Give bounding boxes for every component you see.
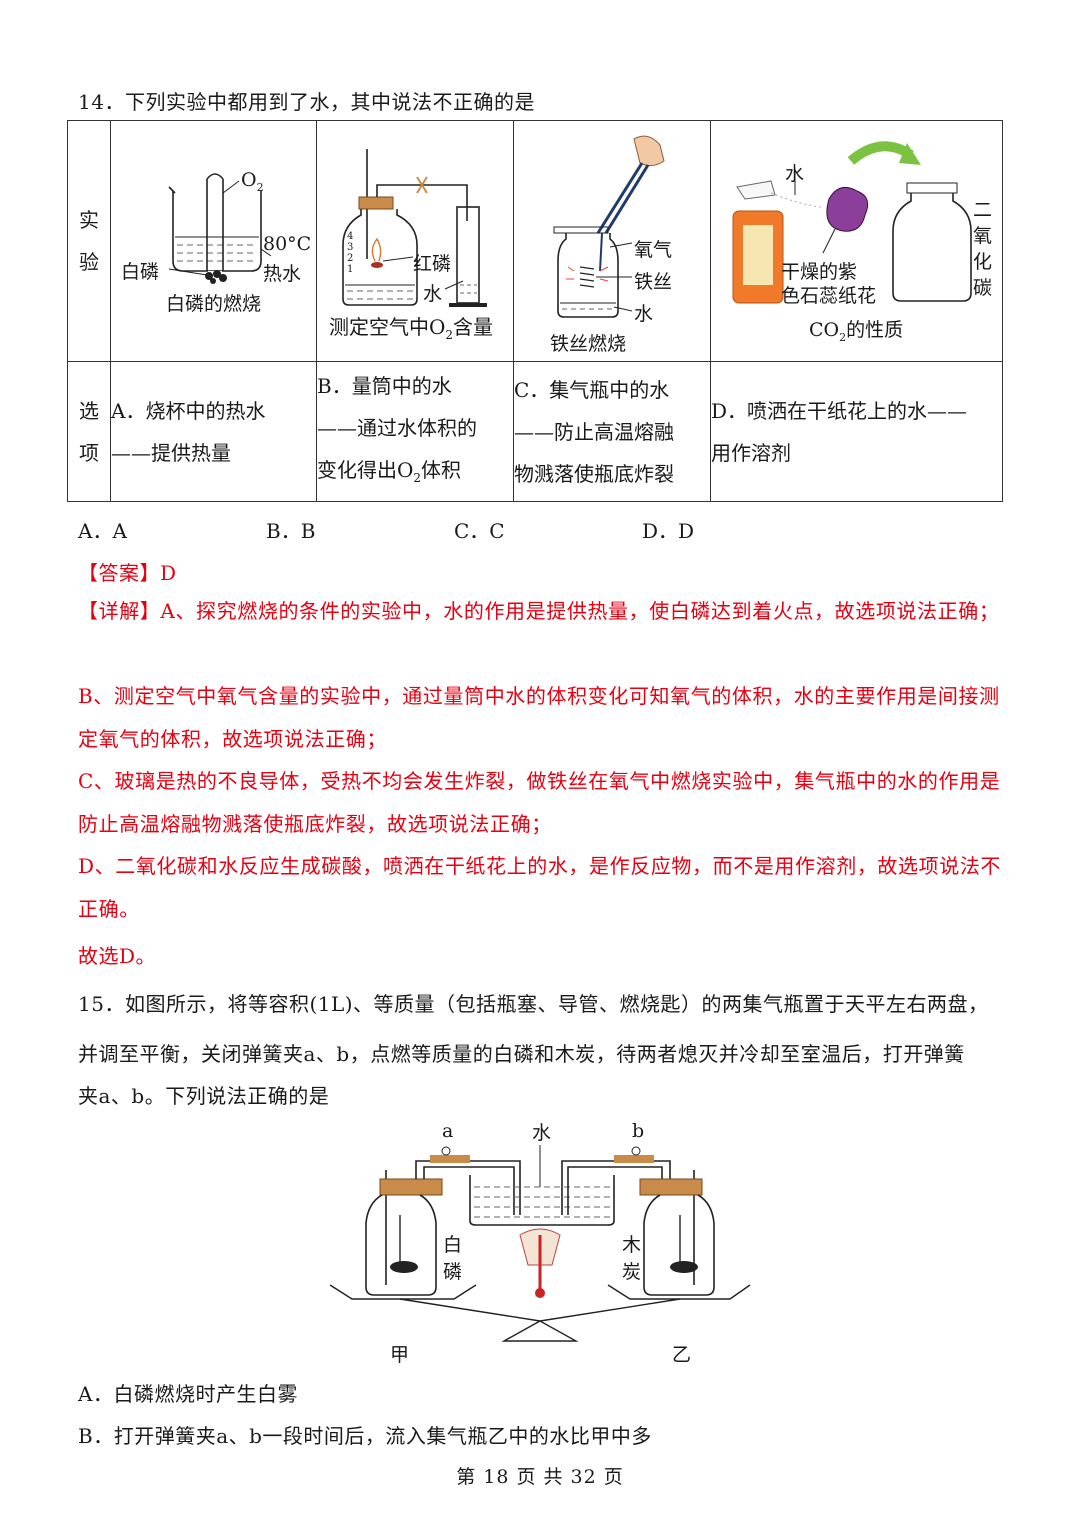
detail-b: B、测定空气中氧气含量的实验中，通过量筒中水的体积变化可知氧气的体积，水的主要作… [78, 684, 1000, 751]
option-text: 物溅落使瓶底炸裂 [514, 461, 674, 486]
answer-line: 【答案】D [78, 561, 177, 585]
choice-a: A．A [78, 519, 127, 543]
detail-a: 【详解】A、探究燃烧的条件的实验中，水的作用是提供热量，使白磷达到着火点，故选项… [78, 599, 1000, 623]
detail-c: C、玻璃是热的不良导体，受热不均会发生炸裂，做铁丝在氧气中燃烧实验中，集气瓶中的… [78, 769, 1001, 836]
bottle-jia-label: 甲 [390, 1344, 410, 1366]
clamp-b-label: b [632, 1120, 645, 1142]
row-head-char: 实 [79, 208, 99, 232]
option-text: ——通过水体积的 [317, 415, 477, 440]
balance-apparatus-diagram [329, 1145, 751, 1342]
question-15-line-1: 15．如图所示，将等容积(1L)、等质量（包括瓶塞、导管、燃烧匙）的两集气瓶置于… [78, 992, 989, 1016]
charcoal-label-2: 炭 [622, 1261, 642, 1283]
question-15-line-3: 夹a、b。下列说法正确的是 [78, 1084, 330, 1108]
option-text: ——提供热量 [111, 440, 231, 465]
hot-water-label: 热水 [263, 263, 302, 285]
row-head-options: 选 项 [67, 361, 111, 502]
question-15-line-2: 并调至平衡，关闭弹簧夹a、b，点燃等质量的白磷和木炭，待两者熄灭并冷却至室温后，… [78, 1042, 965, 1066]
oxygen-label: 氧气 [634, 239, 673, 261]
white-phosphorus-label-2: 磷 [443, 1261, 463, 1283]
option-text: 用作溶剂 [711, 440, 791, 465]
o2-label: O2 [241, 169, 264, 194]
spray-flower-diagram [732, 141, 972, 304]
row-head-char: 项 [79, 440, 99, 465]
option-text: D．喷洒在干纸花上的水—— [711, 398, 968, 423]
flower-label-2: 色石蕊纸花 [781, 285, 877, 307]
option-text: A．烧杯中的热水 [111, 398, 266, 423]
figure-caption: 白磷的燃烧 [166, 293, 262, 315]
row-head-char: 选 [79, 398, 99, 423]
iron-burning-diagram [553, 135, 665, 318]
flower-label-1: 干燥的紫 [781, 261, 858, 283]
experiment-table: 实 验 O2 [67, 120, 1003, 502]
page-number: 第 18 页 共 32 页 [456, 1466, 624, 1488]
q15-option-a: A．白磷燃烧时产生白雾 [78, 1382, 298, 1406]
option-text: B．量筒中的水 [317, 373, 452, 398]
option-text: 变化得出O2体积 [317, 457, 462, 485]
gas-bottle-diagram [342, 149, 487, 307]
question-14-title: 14．下列实验中都用到了水，其中说法不正确的是 [78, 90, 535, 114]
temperature-label: 80°C [263, 233, 312, 255]
water-label: 水 [532, 1122, 552, 1144]
iron-wire-label: 铁丝 [634, 271, 673, 293]
charcoal-label-1: 木 [622, 1234, 642, 1256]
water-label: 水 [423, 283, 443, 305]
beaker-diagram [168, 173, 272, 284]
figure-caption: CO2的性质 [809, 319, 904, 344]
option-d-cell: D．喷洒在干纸花上的水—— 用作溶剂 [710, 361, 1003, 502]
detail-d: D、二氧化碳和水反应生成碳酸，喷洒在干纸花上的水，是作反应物，而不是用作溶剂，故… [78, 854, 1002, 921]
choice-d: D．D [642, 519, 695, 543]
white-phosphorus-label-1: 白 [443, 1234, 463, 1256]
conclusion: 故选D。 [78, 944, 157, 968]
clamp-a-label: a [442, 1120, 454, 1142]
option-a-cell: A．烧杯中的热水 ——提供热量 [110, 361, 317, 502]
row-head-experiment: 实 验 [67, 120, 111, 362]
white-phosphorus-label: 白磷 [121, 261, 160, 283]
option-c-cell: C．集气瓶中的水 ——防止高温熔融 物溅落使瓶底炸裂 [513, 361, 711, 502]
water-label: 水 [785, 163, 805, 185]
bottle-yi-label: 乙 [672, 1344, 692, 1366]
water-label: 水 [634, 303, 654, 325]
co2-vertical-label: 二氧化碳 [973, 199, 993, 299]
option-text: ——防止高温熔融 [514, 419, 674, 444]
option-b-cell: B．量筒中的水 ——通过水体积的 变化得出O2体积 [316, 361, 514, 502]
row-head-char: 验 [79, 250, 99, 274]
choice-c: C．C [454, 519, 505, 543]
choice-b: B．B [266, 519, 316, 543]
red-phosphorus-label: 红磷 [413, 253, 452, 275]
figure-caption: 铁丝燃烧 [550, 333, 627, 355]
q15-option-b: B．打开弹簧夹a、b一段时间后，流入集气瓶乙中的水比甲中多 [78, 1424, 652, 1448]
figure-caption: 测定空气中O2含量 [329, 315, 494, 342]
option-text: C．集气瓶中的水 [514, 377, 670, 402]
figure-co2-property: 水 干燥的紫 色石蕊纸花 二氧化碳 CO2的性质 [710, 120, 1003, 362]
figure-iron-wire: 氧气 铁丝 水 铁丝燃烧 [513, 120, 711, 362]
figure-white-phosphorus: O2 80°C 热水 白磷 白磷的燃烧 [110, 120, 317, 362]
